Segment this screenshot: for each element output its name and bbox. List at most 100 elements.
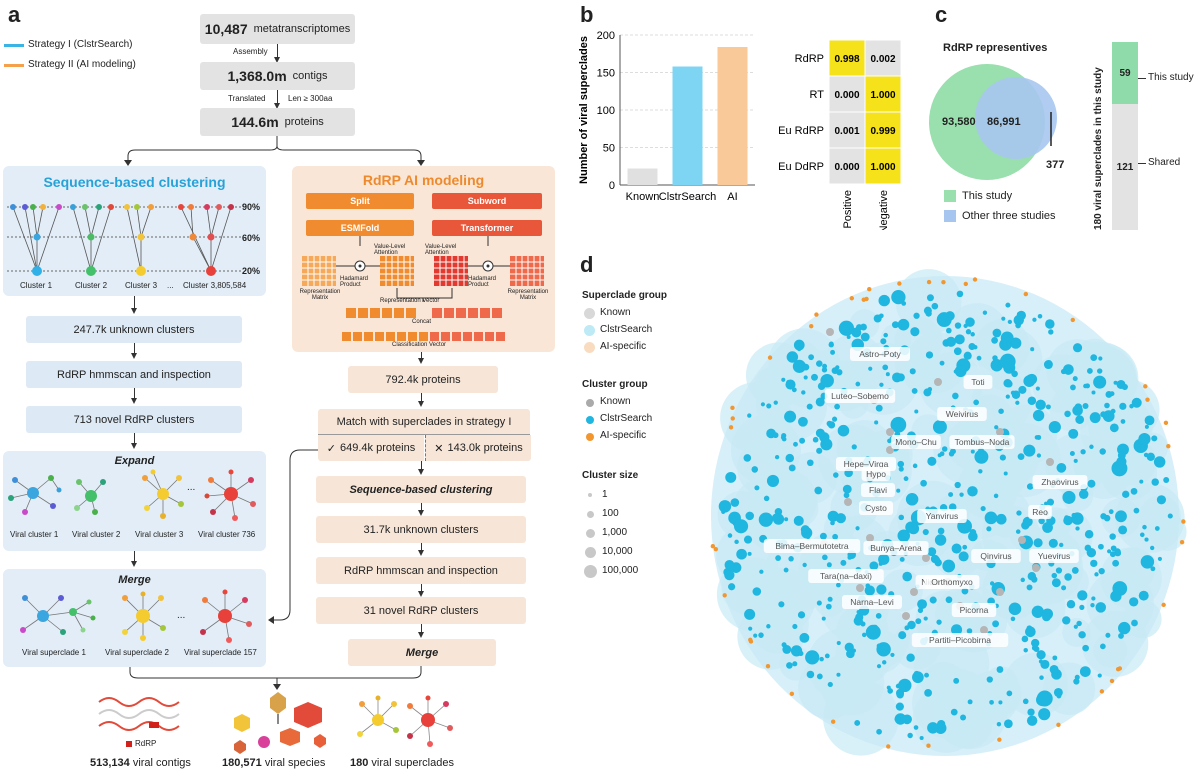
cluster-node bbox=[855, 381, 861, 387]
esmfold-block: ESMFold bbox=[306, 220, 414, 236]
known-cluster-node bbox=[1032, 564, 1040, 572]
cluster-node bbox=[758, 632, 764, 638]
cluster-node bbox=[937, 453, 942, 458]
cluster-node bbox=[1017, 453, 1025, 460]
ai-cluster-node bbox=[765, 664, 771, 669]
expand-title: Expand bbox=[114, 455, 155, 467]
cluster-node bbox=[1098, 567, 1105, 575]
known-cluster-node bbox=[910, 588, 918, 596]
cluster-node bbox=[1139, 479, 1144, 484]
contigs-count: 1,368.0m bbox=[227, 68, 287, 84]
ai-hmmscan-box: RdRP hmmscan and inspection bbox=[316, 557, 526, 584]
cluster-node bbox=[724, 559, 735, 570]
cluster-node bbox=[967, 699, 973, 705]
cluster-node bbox=[959, 492, 964, 497]
cluster-node bbox=[1146, 452, 1155, 461]
cluster-node bbox=[1095, 602, 1107, 613]
cluster-node bbox=[992, 355, 998, 361]
cluster-node bbox=[785, 453, 795, 463]
sg-legend-swatch bbox=[584, 325, 595, 336]
panel-label-d: d bbox=[580, 252, 594, 277]
heatmap-row-label: RdRP bbox=[795, 53, 824, 65]
heatmap-cell-value: 0.002 bbox=[870, 54, 895, 65]
cluster-size-swatch bbox=[585, 528, 595, 538]
known-cluster-node bbox=[980, 626, 988, 634]
cluster-node bbox=[836, 672, 841, 677]
cluster-node bbox=[905, 493, 919, 506]
cluster-node bbox=[999, 353, 1016, 370]
cluster-node bbox=[1090, 602, 1095, 608]
stack-ylabel: 180 viral superclades in this study bbox=[1093, 67, 1104, 230]
cluster-node bbox=[864, 585, 875, 596]
cluster-node bbox=[846, 649, 855, 659]
cluster-node bbox=[919, 735, 924, 741]
cluster-node bbox=[1068, 428, 1079, 439]
cluster-node bbox=[835, 513, 846, 524]
cluster-node bbox=[1032, 409, 1045, 422]
ai-cluster-node bbox=[926, 279, 932, 285]
ai-cluster-node bbox=[722, 593, 727, 598]
cluster-node bbox=[1113, 380, 1118, 385]
cluster-node bbox=[826, 420, 833, 427]
cluster-node bbox=[939, 360, 945, 366]
cluster-node bbox=[986, 526, 992, 532]
cluster-node bbox=[1082, 403, 1089, 410]
network-label-bg bbox=[859, 501, 893, 515]
cluster-node bbox=[1005, 394, 1010, 399]
cluster-node bbox=[718, 500, 732, 513]
cluster-node bbox=[753, 633, 758, 638]
cluster-node bbox=[1039, 675, 1044, 680]
cluster-node bbox=[816, 360, 823, 367]
cluster-size-swatch bbox=[588, 493, 592, 497]
cluster-node bbox=[992, 620, 1000, 628]
cluster-node bbox=[806, 670, 815, 679]
cluster-node bbox=[824, 653, 830, 659]
cluster-node bbox=[1045, 319, 1055, 329]
contigs-result-count: 513,134 bbox=[90, 757, 130, 769]
cluster-node bbox=[1001, 316, 1006, 321]
cluster-node bbox=[996, 666, 1004, 673]
cluster-node bbox=[836, 640, 841, 646]
cg-legend-swatch bbox=[585, 432, 594, 441]
heatmap-row-label: Eu DdRP bbox=[778, 161, 824, 173]
cluster-node bbox=[747, 413, 752, 418]
heatmap-cell-value: 1.000 bbox=[870, 162, 895, 173]
proteins-label: proteins bbox=[284, 116, 324, 128]
cluster-node bbox=[784, 517, 789, 522]
cluster-node bbox=[1060, 368, 1067, 375]
heatmap-cell bbox=[828, 147, 866, 185]
cluster-node bbox=[816, 600, 822, 606]
network-label: Luteo–Sobemo bbox=[831, 391, 889, 401]
cluster-node bbox=[952, 392, 959, 400]
network-label-bg bbox=[824, 389, 896, 403]
cluster-node bbox=[1138, 432, 1151, 446]
stack-shared-segment: 121 bbox=[1112, 104, 1138, 230]
assembly-label: Assembly bbox=[233, 47, 268, 56]
stack-this-study-segment: 59 bbox=[1112, 42, 1138, 104]
cluster-node bbox=[1071, 567, 1079, 574]
cluster-node bbox=[946, 336, 957, 347]
y-tick-label: 150 bbox=[597, 68, 615, 80]
heatmap-cell bbox=[828, 111, 866, 149]
cluster-node bbox=[901, 301, 907, 306]
cluster-node bbox=[924, 688, 932, 697]
y-tick-label: 100 bbox=[597, 105, 615, 117]
cluster-node bbox=[1036, 453, 1042, 458]
cluster-node bbox=[907, 620, 916, 630]
known-cluster-node bbox=[922, 554, 930, 562]
rep-matrix-right-label: Representation Matrix bbox=[507, 289, 549, 301]
viral-species-icons bbox=[234, 692, 326, 754]
network-label: Narna–Levi bbox=[850, 597, 894, 607]
cluster-node bbox=[1025, 626, 1036, 638]
cluster-node bbox=[1040, 659, 1050, 669]
cluster-node bbox=[1100, 643, 1106, 650]
cluster-node bbox=[902, 714, 912, 725]
cluster-node bbox=[827, 596, 833, 602]
ai-cluster-node bbox=[1143, 384, 1148, 389]
rdrp-marker bbox=[126, 741, 132, 747]
ai-cluster-node bbox=[1099, 689, 1105, 694]
species-result: 180,571 viral species bbox=[222, 757, 325, 769]
panel-a-connectors bbox=[124, 136, 425, 690]
cluster-node bbox=[1015, 400, 1020, 405]
cluster-node bbox=[734, 539, 739, 545]
